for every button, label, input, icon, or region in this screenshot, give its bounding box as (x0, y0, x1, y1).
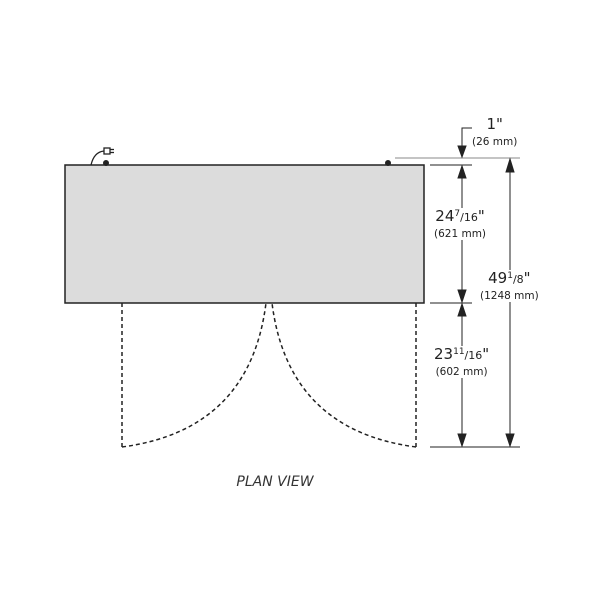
total-dimension: 491/8"(1248 mm) (480, 269, 539, 302)
caster-icon (385, 160, 391, 166)
caster-icon (103, 160, 109, 166)
door-swing-right (271, 302, 417, 448)
depth-dimension: 247/16"(621 mm) (434, 207, 487, 240)
power-cord-icon (90, 147, 114, 166)
gap-dimension: 1"(26 mm) (472, 115, 518, 148)
door-dimension: 2311/16"(602 mm) (434, 345, 490, 378)
cabinet-body (64, 164, 425, 304)
caption: PLAN VIEW (236, 474, 314, 490)
door-swing-left (121, 302, 267, 448)
